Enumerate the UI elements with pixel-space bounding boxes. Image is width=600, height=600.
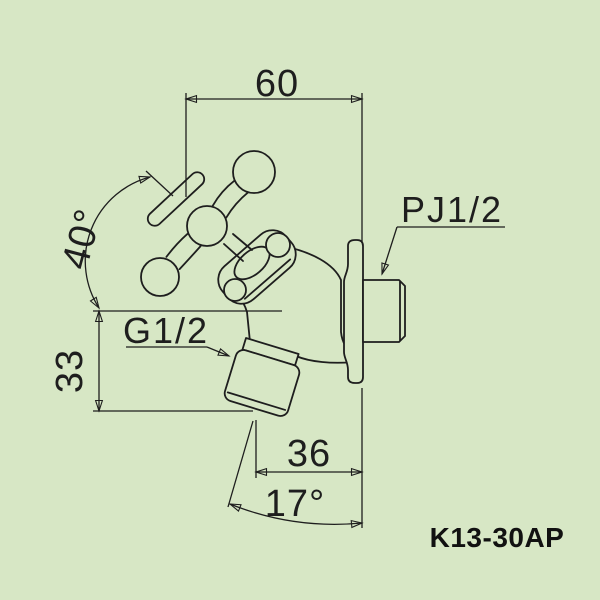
label-outlet-thread: G1/2 <box>123 310 229 356</box>
angle-arc <box>84 177 150 308</box>
bonnet-end-lower <box>223 278 247 302</box>
outlet-thread-label: G1/2 <box>123 310 209 351</box>
dimension-33: 33 <box>49 311 282 411</box>
handle-arm-top <box>211 179 250 219</box>
angle-arc <box>230 504 362 524</box>
dimension-36-label: 36 <box>287 433 331 475</box>
handle-arm-bottom <box>165 233 202 270</box>
wall-flange <box>343 239 364 384</box>
spout-rim-line <box>226 391 287 411</box>
inlet-thread <box>362 279 406 343</box>
handle-ball-top <box>232 150 276 194</box>
faucet-outline <box>140 150 406 417</box>
dimension-60-label: 60 <box>255 63 299 105</box>
label-inlet-thread: PJ1/2 <box>381 189 505 274</box>
handle-hub <box>186 205 228 247</box>
dimension-40deg-label: 40° <box>54 204 110 273</box>
dimension-60: 60 <box>186 63 362 243</box>
leader-line <box>381 226 398 274</box>
angle-reference-line <box>145 170 174 197</box>
model-number: K13-30AP <box>430 522 565 553</box>
handle-stem-line2 <box>232 233 253 251</box>
handle-ball-left <box>140 257 180 297</box>
bonnet-edge-line <box>243 258 292 300</box>
inlet-thread-label: PJ1/2 <box>401 189 503 230</box>
angle-reference-line <box>227 420 254 508</box>
dimension-17deg: 17° <box>227 420 362 525</box>
leader-line <box>206 346 229 356</box>
bonnet-end-upper <box>265 232 291 258</box>
spout-outlet <box>223 349 301 417</box>
dimension-33-label: 33 <box>49 349 91 393</box>
handle-stem-line1 <box>223 243 244 262</box>
dimension-17deg-label: 17° <box>265 483 325 525</box>
dimension-36: 36 <box>256 388 362 528</box>
